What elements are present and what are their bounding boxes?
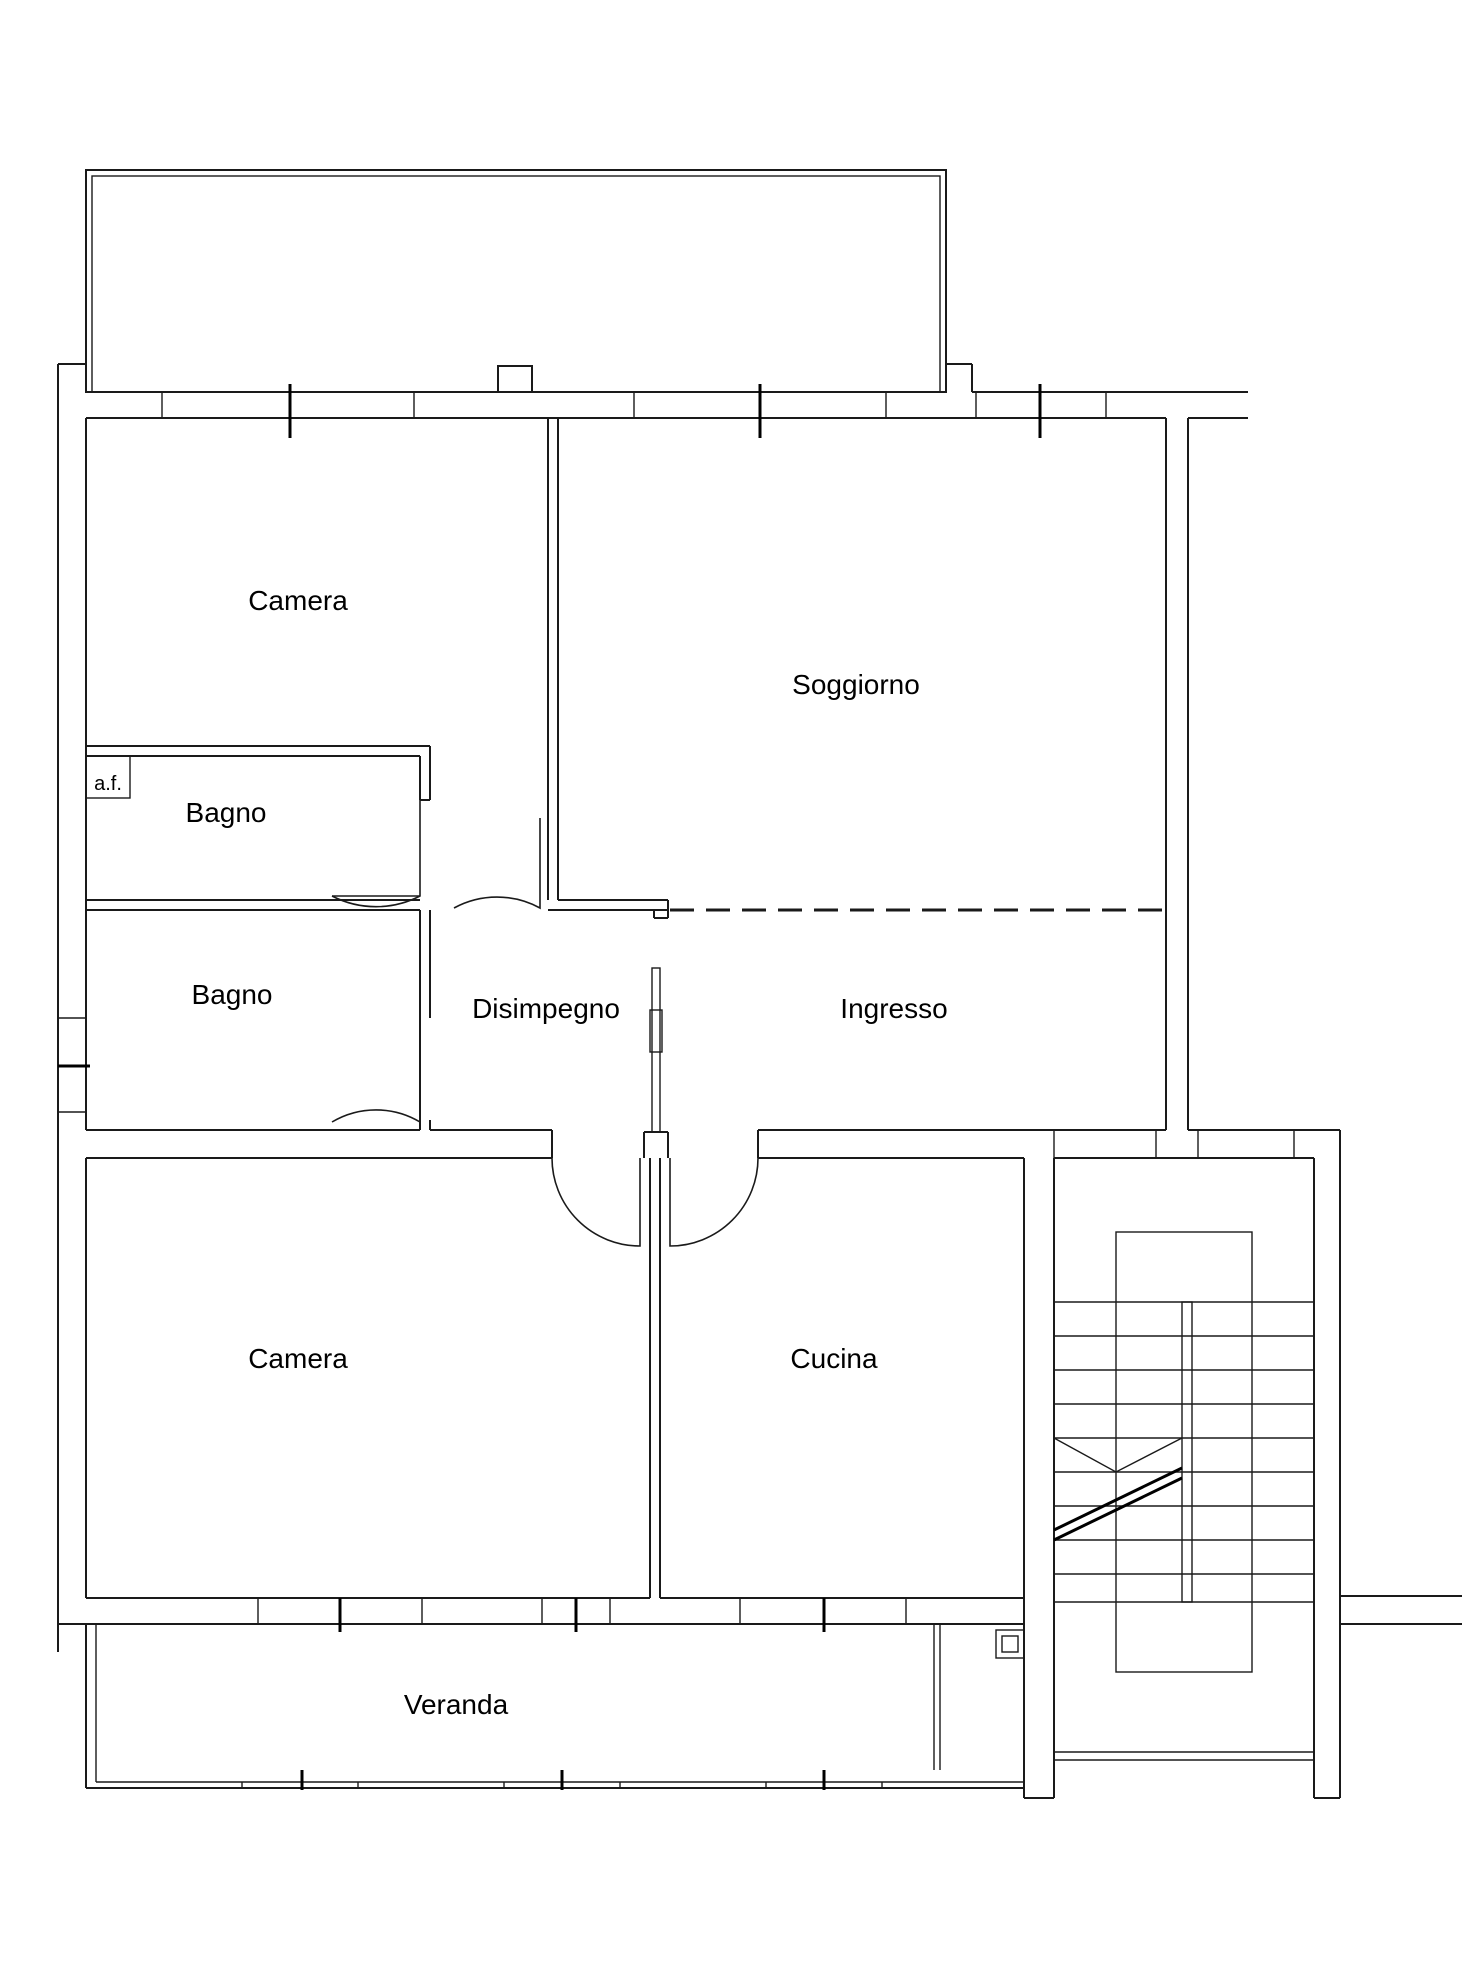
right-exterior-wall (1165, 418, 1462, 1798)
lower-rooms (85, 1157, 1055, 1799)
label-soggiorno: Soggiorno (792, 669, 920, 700)
veranda (85, 1624, 1025, 1790)
middle-rooms (86, 910, 1166, 1158)
label-af: a.f. (94, 773, 122, 795)
label-bagno-mid: Bagno (192, 979, 273, 1010)
top-balcony (85, 169, 947, 393)
room-labels: Camera Soggiorno a.f. Bagno Bagno Disimp… (94, 585, 948, 1720)
left-wall-details (58, 418, 90, 1130)
label-disimpegno: Disimpegno (472, 993, 620, 1024)
bottom-window-wall (58, 1598, 1024, 1632)
top-exterior-wall (57, 363, 1248, 1652)
label-veranda: Veranda (404, 1689, 509, 1720)
label-bagno-top: Bagno (186, 797, 267, 828)
label-cucina: Cucina (790, 1343, 878, 1374)
label-camera-bottom: Camera (248, 1343, 348, 1374)
label-ingresso: Ingresso (840, 993, 947, 1024)
doors (331, 800, 759, 1247)
label-camera-top: Camera (248, 585, 348, 616)
staircase (1053, 1130, 1340, 1799)
upper-left-rooms (85, 418, 559, 911)
soggiorno-ingresso-divider (548, 899, 1166, 919)
